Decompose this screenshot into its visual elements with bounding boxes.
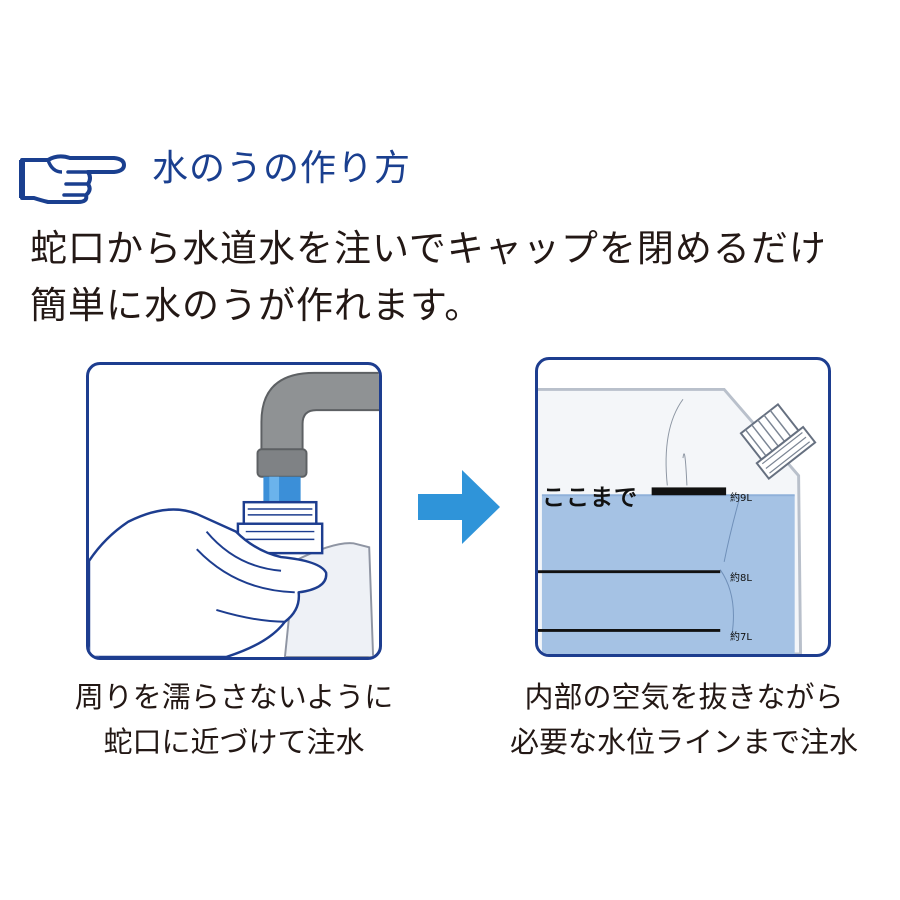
step-1-caption-line-2: 蛇口に近づけて注水 — [103, 725, 365, 759]
step-1-caption: 周りを濡らさないように 蛇口に近づけて注水 — [38, 675, 430, 765]
right-arrow-icon — [418, 470, 500, 544]
step-2-caption: 内部の空気を抜きながら 必要な水位ラインまで注水 — [474, 675, 894, 765]
step-1-caption-line-1: 周りを濡らさないように — [74, 680, 394, 714]
faucet-filling-bag-illustration — [89, 371, 379, 657]
step-2-caption-line-1: 内部の空気を抜きながら — [524, 680, 844, 714]
level-label-9l: 約9L — [730, 493, 752, 504]
section-header: 水のうの作り方 — [18, 144, 618, 204]
fill-level-marker-label: ここまで — [542, 485, 638, 511]
section-title: 水のうの作り方 — [152, 148, 412, 189]
pointing-hand-icon — [19, 154, 126, 204]
level-label-7l: 約7L — [730, 632, 752, 643]
filled-water-bag-illustration — [538, 387, 817, 654]
lead-text-line-1: 蛇口から水道水を注いでキャップを閉めるだけ — [30, 227, 827, 270]
step-1-panel — [86, 362, 382, 660]
level-label-8l: 約8L — [730, 573, 752, 584]
step-2-caption-line-2: 必要な水位ラインまで注水 — [509, 725, 858, 759]
step-2-panel — [535, 357, 831, 657]
lead-text-line-2: 簡単に水のうが作れます。 — [30, 284, 483, 327]
